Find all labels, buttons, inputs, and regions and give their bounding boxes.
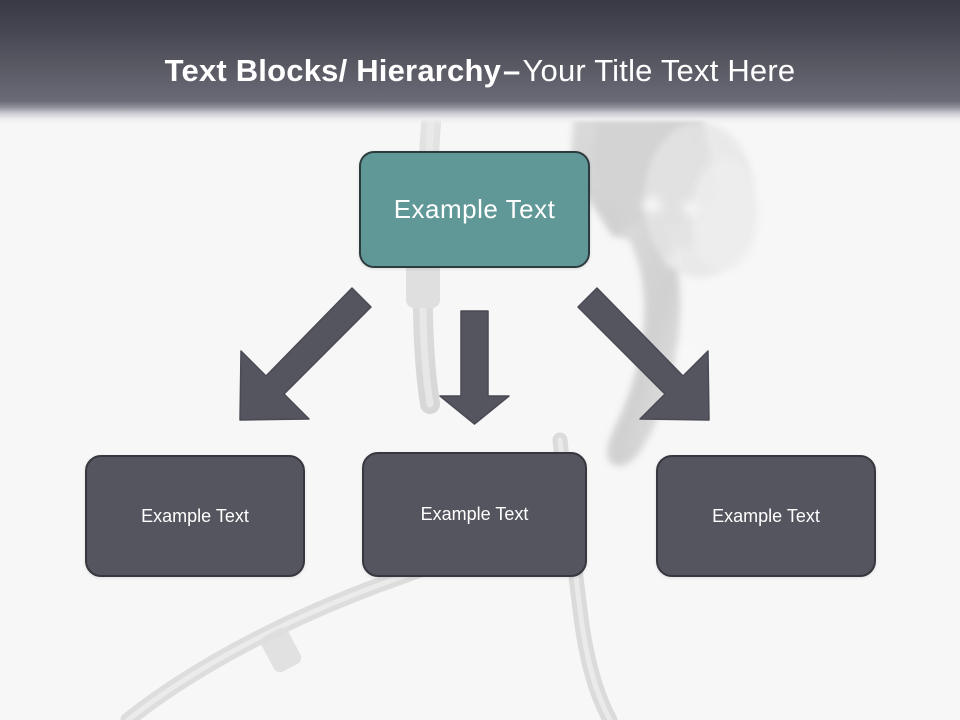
hierarchy-node-top[interactable]: Example Text — [359, 151, 590, 268]
arrow-down-right-icon — [577, 287, 710, 421]
title-bar — [0, 0, 960, 124]
hierarchy-node-child-3-label: Example Text — [712, 505, 820, 526]
hierarchy-node-child-3[interactable]: Example Text — [656, 455, 876, 577]
arrow-down-left-icon — [239, 287, 372, 421]
page-title-strong: Text Blocks/ Hierarchy — [164, 53, 502, 88]
hierarchy-node-child-2[interactable]: Example Text — [362, 452, 587, 577]
page-title: Text Blocks/ Hierarchy–Your Title Text H… — [0, 52, 960, 90]
hierarchy-node-top-label: Example Text — [393, 194, 556, 224]
arrow-down-icon — [439, 310, 510, 425]
hierarchy-node-child-1-label: Example Text — [141, 505, 249, 526]
hierarchy-node-child-1[interactable]: Example Text — [85, 455, 305, 577]
page-title-light: Your Title Text Here — [522, 53, 796, 88]
hierarchy-node-child-2-label: Example Text — [420, 504, 529, 524]
page-title-dash: – — [503, 53, 521, 88]
